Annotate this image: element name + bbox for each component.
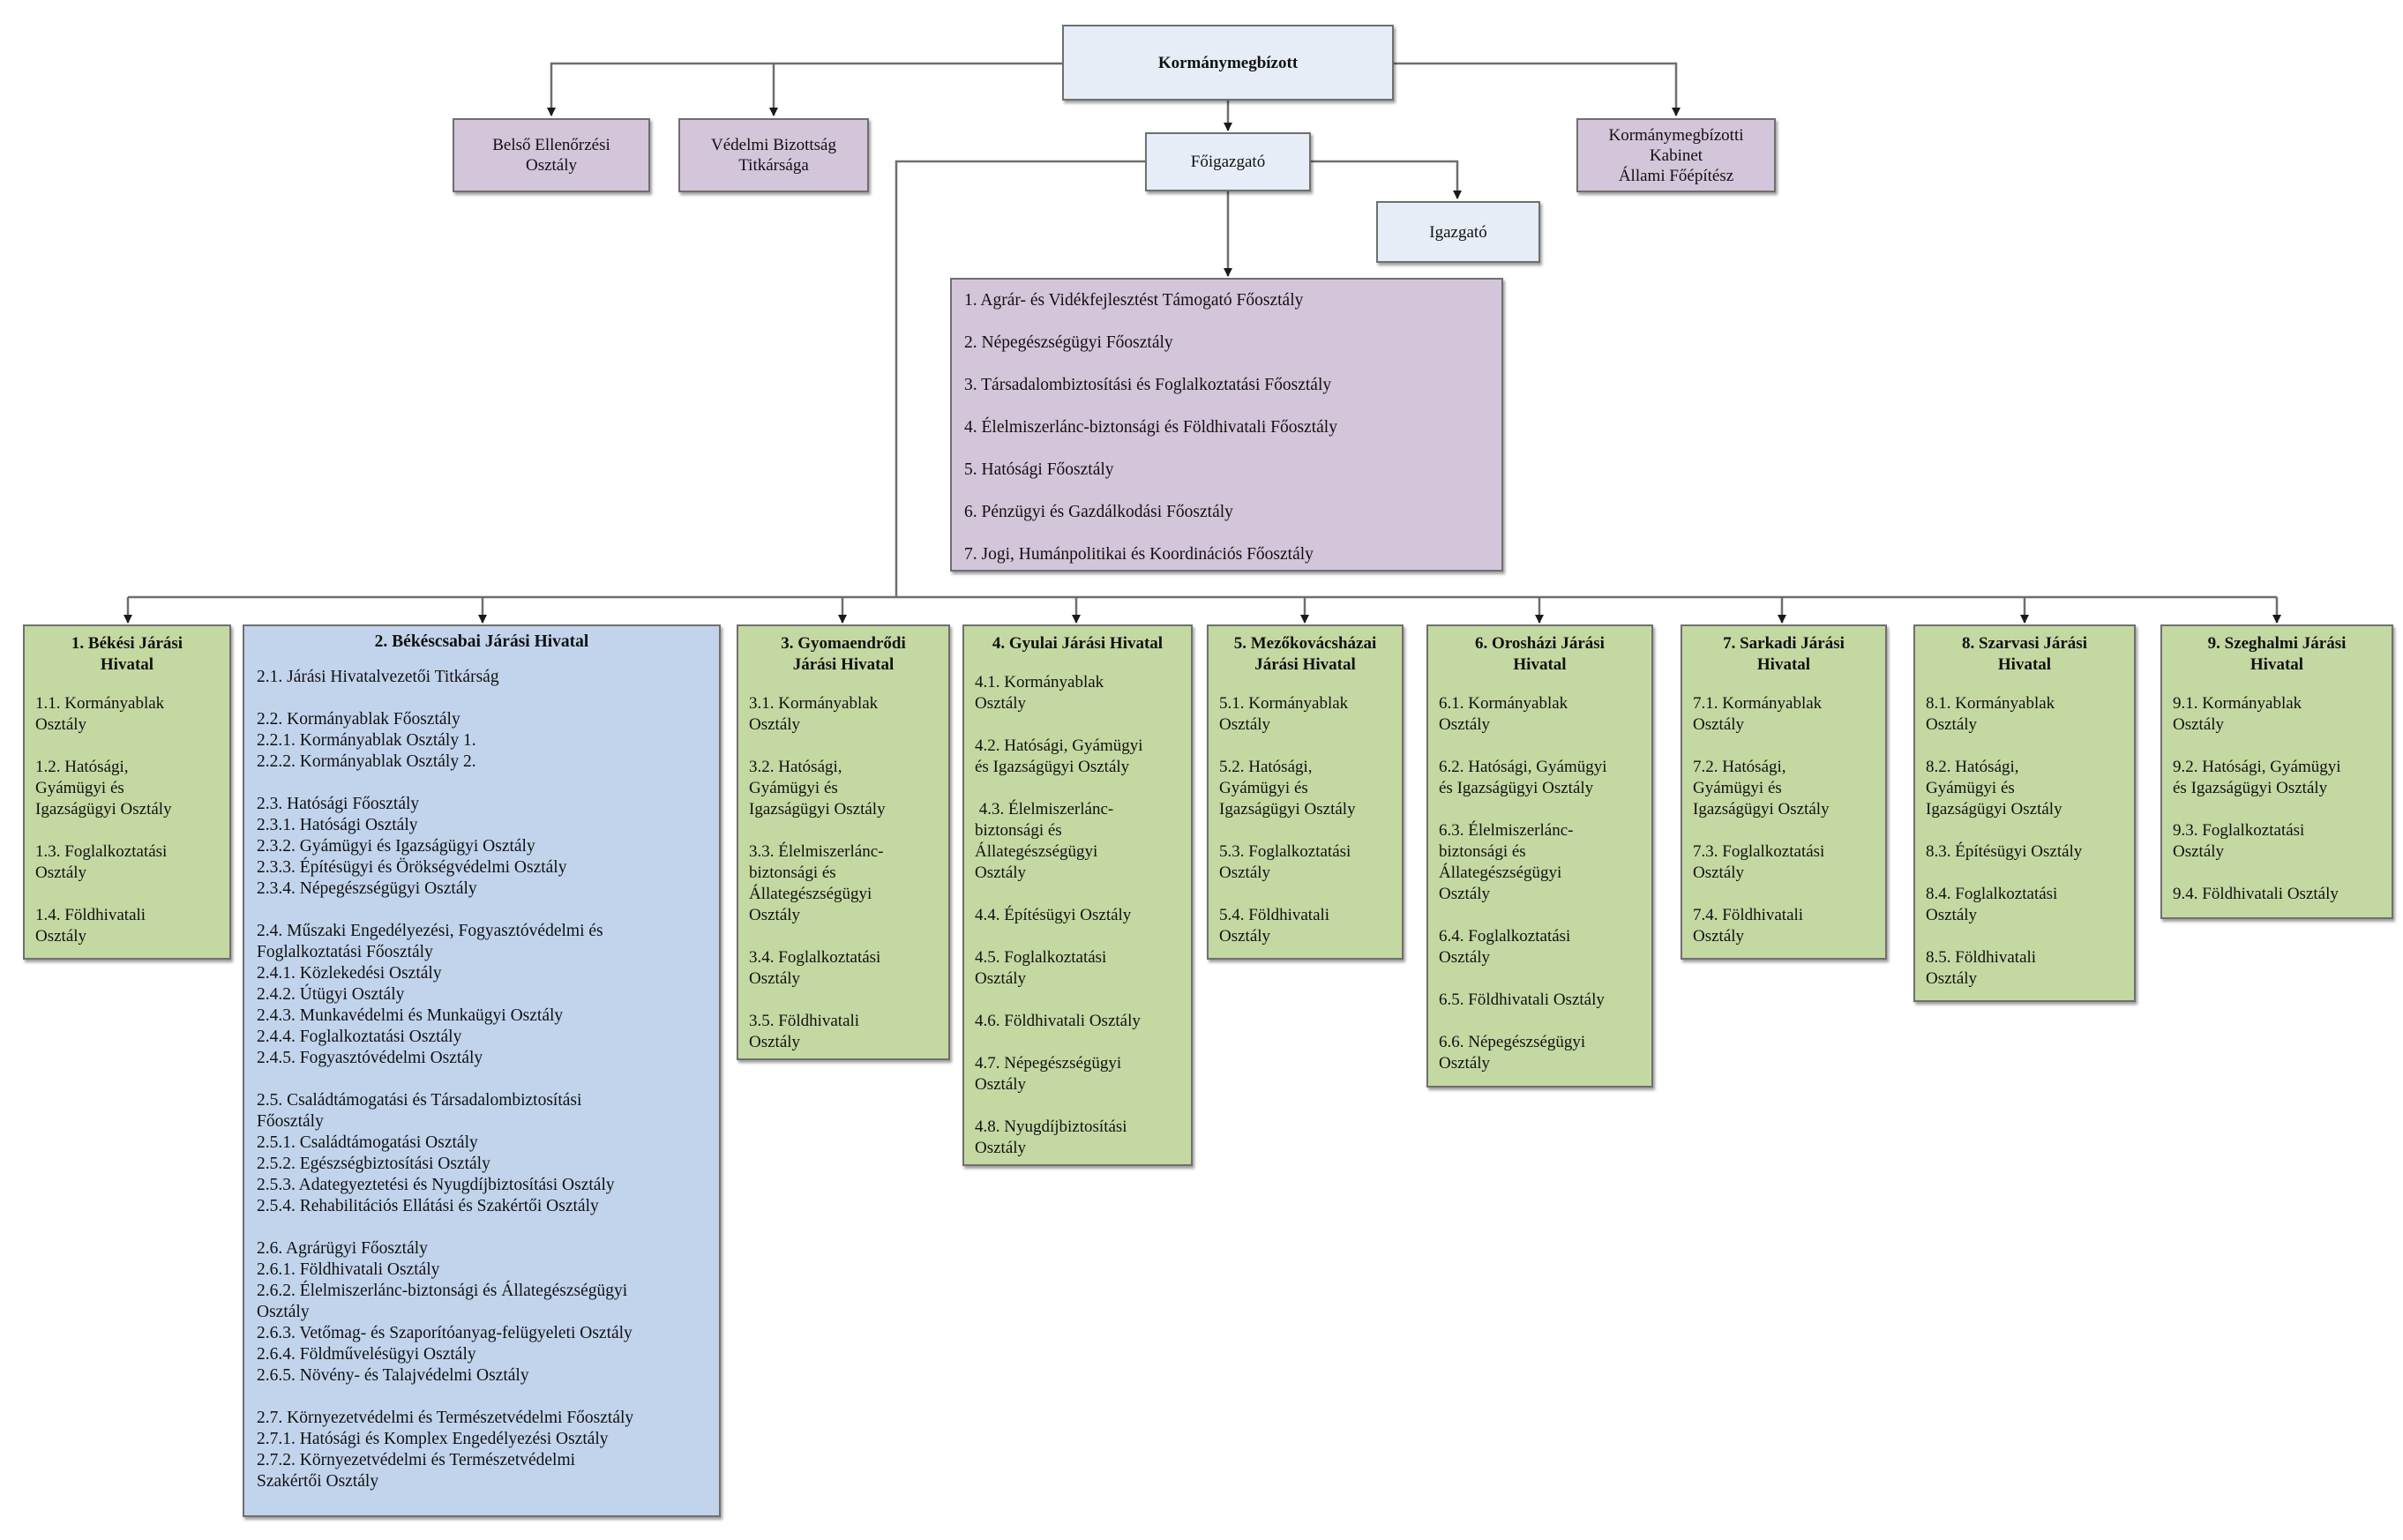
district-8-item: 8.3. Építésügyi Osztály bbox=[1926, 842, 2083, 861]
district-2-group: 2.3. Hatósági Főosztály 2.3.1. Hatósági … bbox=[257, 795, 567, 898]
district-1-title: 1. Békési Járási Hivatal bbox=[71, 634, 183, 674]
vedelmi-bizottsag-box: Védelmi Bizottság Titkársága bbox=[678, 118, 869, 192]
kabinet-box: Kormánymegbízotti Kabinet Állami Főépíté… bbox=[1576, 118, 1776, 192]
district-4-item: 4.5. Foglalkoztatási Osztály bbox=[975, 948, 1107, 988]
belso-ellenorzesi-box: Belső Ellenőrzési Osztály bbox=[453, 118, 650, 192]
district-7-item: 7.3. Foglalkoztatási Osztály bbox=[1693, 842, 1825, 882]
vedelmi-bizottsag-line-1: Védelmi Bizottság bbox=[711, 136, 836, 154]
district-9-box: 9. Szeghalmi Járási Hivatal 9.1. Kormány… bbox=[2160, 624, 2393, 919]
district-4-item: 4.2. Hatósági, Gyámügyi és Igazságügyi O… bbox=[975, 736, 1143, 776]
district-7-item: 7.4. Földhivatali Osztály bbox=[1693, 906, 1804, 946]
belso-ellenorzesi-line-1: Belső Ellenőrzési bbox=[492, 136, 610, 154]
district-8-item: 8.4. Foglalkoztatási Osztály bbox=[1926, 885, 2058, 924]
district-1-item: 1.4. Földhivatali Osztály bbox=[35, 906, 146, 946]
kabinet-line-2: Kabinet bbox=[1649, 146, 1703, 165]
district-8-item: 8.5. Földhivatali Osztály bbox=[1926, 948, 2037, 988]
district-6-item: 6.3. Élelmiszerlánc- biztonsági és Állat… bbox=[1439, 821, 1574, 903]
district-5-item: 5.2. Hatósági, Gyámügyi és Igazságügyi O… bbox=[1219, 758, 1356, 819]
district-8-item: 8.1. Kormányablak Osztály bbox=[1926, 694, 2055, 734]
district-1-item: 1.2. Hatósági, Gyámügyi és Igazságügyi O… bbox=[35, 758, 172, 819]
igazgato-box: Igazgató bbox=[1376, 201, 1540, 263]
district-4-title: 4. Gyulai Járási Hivatal bbox=[992, 634, 1164, 653]
kormanymegbizott-box: Kormánymegbízott bbox=[1062, 25, 1394, 101]
district-2-group: 2.6. Agrárügyi Főosztály 2.6.1. Földhiva… bbox=[257, 1239, 633, 1385]
district-7-box: 7. Sarkadi Járási Hivatal 7.1. Kormányab… bbox=[1681, 624, 1887, 960]
district-1-item: 1.1. Kormányablak Osztály bbox=[35, 694, 165, 734]
district-2-group: 2.4. Műszaki Engedélyezési, Fogyasztóvéd… bbox=[257, 922, 603, 1067]
district-1-box: 1. Békési Járási Hivatal 1.1. Kormányabl… bbox=[23, 624, 231, 960]
district-9-item: 9.3. Foglalkoztatási Osztály bbox=[2173, 821, 2305, 861]
district-7-title: 7. Sarkadi Járási Hivatal bbox=[1723, 634, 1845, 674]
district-3-item: 3.3. Élelmiszerlánc- biztonsági és Állat… bbox=[749, 842, 884, 924]
kabinet-line-1: Kormánymegbízotti bbox=[1608, 125, 1744, 145]
district-2-group: 2.7. Környezetvédelmi és Természetvédelm… bbox=[257, 1409, 634, 1491]
district-6-item: 6.4. Foglalkoztatási Osztály bbox=[1439, 927, 1571, 967]
foosztaly-item: 5. Hatósági Főosztály bbox=[964, 460, 1114, 479]
foosztaly-item: 4. Élelmiszerlánc-biztonsági és Földhiva… bbox=[964, 418, 1337, 437]
district-4-item: 4.7. Népegészségügyi Osztály bbox=[975, 1054, 1122, 1094]
district-3-box: 3. Gyomaendrődi Járási Hivatal 3.1. Korm… bbox=[737, 624, 950, 1060]
district-3-item: 3.5. Földhivatali Osztály bbox=[749, 1012, 860, 1051]
district-6-item: 6.5. Földhivatali Osztály bbox=[1439, 991, 1605, 1009]
district-7-item: 7.2. Hatósági, Gyámügyi és Igazságügyi O… bbox=[1693, 758, 1830, 819]
district-3-title: 3. Gyomaendrődi Járási Hivatal bbox=[781, 634, 906, 674]
district-2-group: 2.1. Járási Hivatalvezetői Titkárság bbox=[257, 668, 499, 686]
district-8-item: 8.2. Hatósági, Gyámügyi és Igazságügyi O… bbox=[1926, 758, 2062, 819]
district-2-group: 2.5. Családtámogatási és Társadalombizto… bbox=[257, 1091, 615, 1215]
vedelmi-bizottsag-line-2: Titkársága bbox=[738, 156, 809, 175]
foigazgato-label: Főigazgató bbox=[1190, 153, 1266, 171]
foosztaly-item: 3. Társadalombiztosítási és Foglalkoztat… bbox=[964, 376, 1332, 394]
connector-to-kabinet bbox=[1394, 62, 1681, 116]
district-4-item: 4.3. Élelmiszerlánc- biztonsági és Állat… bbox=[975, 800, 1114, 882]
district-6-item: 6.1. Kormányablak Osztály bbox=[1439, 694, 1568, 734]
district-5-box: 5. Mezőkovácsházai Járási Hivatal 5.1. K… bbox=[1207, 624, 1404, 960]
kabinet-line-3: Állami Főépítész bbox=[1618, 166, 1734, 185]
district-9-title: 9. Szeghalmi Járási Hivatal bbox=[2207, 634, 2347, 674]
district-6-item: 6.6. Népegészségügyi Osztály bbox=[1439, 1033, 1586, 1073]
district-4-item: 4.1. Kormányablak Osztály bbox=[975, 673, 1104, 713]
igazgato-label: Igazgató bbox=[1429, 222, 1487, 242]
district-5-title: 5. Mezőkovácsházai Járási Hivatal bbox=[1233, 634, 1377, 674]
foosztaly-item: 1. Agrár- és Vidékfejlesztést Támogató F… bbox=[964, 291, 1304, 310]
district-2-group: 2.2. Kormányablak Főosztály 2.2.1. Kormá… bbox=[257, 710, 476, 771]
foosztaly-item: 6. Pénzügyi és Gazdálkodási Főosztály bbox=[964, 503, 1233, 521]
district-8-title: 8. Szarvasi Járási Hivatal bbox=[1962, 634, 2087, 674]
district-6-item: 6.2. Hatósági, Gyámügyi és Igazságügyi O… bbox=[1439, 758, 1607, 797]
district-5-item: 5.4. Földhivatali Osztály bbox=[1219, 906, 1330, 946]
belso-ellenorzesi-line-2: Osztály bbox=[525, 156, 578, 175]
district-9-item: 9.4. Földhivatali Osztály bbox=[2173, 885, 2339, 903]
district-3-item: 3.4. Foglalkoztatási Osztály bbox=[749, 948, 881, 988]
district-3-item: 3.2. Hatósági, Gyámügyi és Igazságügyi O… bbox=[749, 758, 886, 819]
district-7-item: 7.1. Kormányablak Osztály bbox=[1693, 694, 1823, 734]
foosztaly-item: 2. Népegészségügyi Főosztály bbox=[964, 333, 1173, 352]
connector-foigazgato-to-bus bbox=[895, 160, 1145, 597]
district-5-item: 5.3. Foglalkoztatási Osztály bbox=[1219, 842, 1351, 882]
foosztalyok-box: 1. Agrár- és Vidékfejlesztést Támogató F… bbox=[950, 278, 1503, 572]
connector-to-igazgato bbox=[1311, 160, 1462, 199]
district-4-item: 4.6. Földhivatali Osztály bbox=[975, 1012, 1141, 1030]
kormanymegbizott-label: Kormánymegbízott bbox=[1157, 53, 1299, 72]
district-4-item: 4.8. Nyugdíjbiztosítási Osztály bbox=[975, 1118, 1127, 1157]
connector-to-belso-ellenorzesi bbox=[547, 62, 1062, 116]
district-4-item: 4.4. Építésügyi Osztály bbox=[975, 906, 1132, 924]
district-9-item: 9.1. Kormányablak Osztály bbox=[2173, 694, 2302, 734]
district-4-box: 4. Gyulai Járási Hivatal 4.1. Kormányabl… bbox=[962, 624, 1193, 1166]
district-1-item: 1.3. Foglalkoztatási Osztály bbox=[35, 842, 168, 882]
district-2-title: 2. Békéscsabai Járási Hivatal bbox=[374, 632, 589, 651]
district-6-title: 6. Orosházi Járási Hivatal bbox=[1475, 634, 1605, 674]
district-9-item: 9.2. Hatósági, Gyámügyi és Igazságügyi O… bbox=[2173, 758, 2341, 797]
district-6-box: 6. Orosházi Járási Hivatal 6.1. Kormánya… bbox=[1426, 624, 1653, 1088]
district-3-item: 3.1. Kormányablak Osztály bbox=[749, 694, 879, 734]
district-8-box: 8. Szarvasi Járási Hivatal 8.1. Kormánya… bbox=[1913, 624, 2136, 1002]
foigazgato-box: Főigazgató bbox=[1145, 132, 1311, 191]
district-2-box: 2. Békéscsabai Járási Hivatal 2.1. Járás… bbox=[243, 624, 721, 1517]
district-5-item: 5.1. Kormányablak Osztály bbox=[1219, 694, 1349, 734]
foosztaly-item: 7. Jogi, Humánpolitikai és Koordinációs … bbox=[964, 545, 1314, 564]
